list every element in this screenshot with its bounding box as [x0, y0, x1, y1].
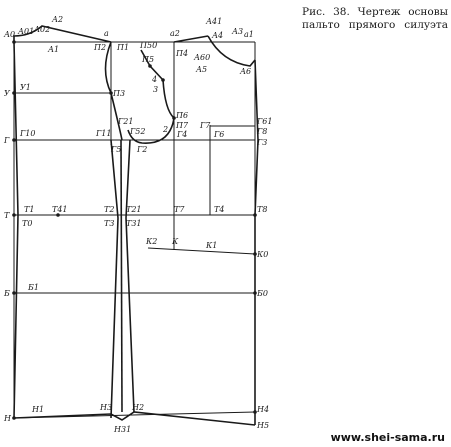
caption-line-2: пальто прямого силуэта: [302, 19, 448, 31]
point-4: [148, 64, 152, 68]
point-p6: [172, 116, 176, 120]
label-p4: П4: [175, 49, 188, 58]
point-a0: [12, 40, 16, 44]
label-h4: Н4: [256, 405, 269, 414]
label-t2: Т2: [104, 205, 114, 214]
label-p3: П3: [112, 89, 125, 98]
point-h4: [253, 410, 257, 414]
back-neck-shoulder: [13, 25, 112, 43]
label-g8: Г8: [256, 127, 267, 136]
label-b: Б: [3, 289, 10, 298]
point-labels: А0 А0 А01 А02 А2 А1 а П2 П1 П50 П5 а2 П4…: [3, 15, 272, 434]
point-t: [12, 213, 16, 217]
point-p3: [109, 91, 113, 95]
label-a41: А41: [205, 17, 222, 26]
site-url: www.shei-sama.ru: [330, 431, 445, 444]
label-a6: А6: [239, 67, 251, 76]
point-b: [12, 291, 16, 295]
label-k: К: [171, 237, 179, 246]
label-a0: А0: [3, 30, 15, 39]
hem-contour: [13, 411, 256, 426]
label-a01: А01: [17, 27, 34, 36]
label-a2-small: а2: [170, 29, 180, 38]
label-a60: А60: [193, 53, 210, 62]
label-3: 3: [153, 85, 158, 94]
point-h: [12, 416, 16, 420]
caption-line-1: Рис. 38. Чертеж основы: [302, 6, 448, 18]
point-3: [161, 78, 165, 82]
front-armhole: [127, 79, 175, 144]
label-a1: А1: [47, 45, 59, 54]
figure-caption: Рис. 38. Чертеж основы пальто прямого си…: [302, 6, 448, 32]
point-t41: [56, 213, 60, 217]
label-k2: К2: [145, 237, 157, 246]
label-h2: Н2: [131, 403, 144, 412]
label-y1: У1: [20, 83, 31, 92]
point-b0: [253, 291, 257, 295]
label-g3: Г3: [256, 138, 267, 147]
label-t1: Т1: [24, 205, 34, 214]
label-p5: П5: [141, 55, 154, 64]
back-center: [13, 41, 19, 419]
label-a3: А3: [231, 27, 243, 36]
front-center: [254, 59, 259, 425]
label-t21: Т21: [126, 205, 142, 214]
label-y: У: [4, 89, 11, 98]
point-k0: [253, 252, 257, 256]
label-g61: Г61: [256, 117, 272, 126]
label-h31: Н31: [113, 425, 131, 434]
front-neck: [207, 35, 256, 67]
line-k: [147, 247, 256, 255]
label-a4: А4: [211, 31, 223, 40]
side-seam-back: [110, 139, 119, 419]
label-g: Г: [3, 136, 10, 145]
label-h1: Н1: [31, 405, 44, 414]
label-k1: К1: [205, 241, 217, 250]
label-h: Н: [3, 414, 12, 423]
label-t4: Т4: [214, 205, 224, 214]
label-a1-small: а1: [244, 30, 254, 39]
label-t31: Т31: [126, 219, 142, 228]
label-p6: П6: [175, 111, 188, 120]
point-t8: [253, 213, 257, 217]
label-p7: П7: [175, 121, 189, 130]
label-g52: Г52: [129, 127, 145, 136]
points: [12, 40, 257, 420]
label-t41: Т41: [52, 205, 68, 214]
label-g4: Г4: [176, 130, 187, 139]
label-t: Т: [4, 211, 10, 220]
side-center: [120, 139, 123, 413]
label-p50: П50: [139, 41, 157, 50]
label-t8: Т8: [257, 205, 267, 214]
label-g7: Г7: [199, 121, 211, 130]
label-g5: Г5: [110, 145, 121, 154]
label-k0: К0: [256, 250, 268, 259]
point-y: [12, 91, 16, 95]
label-p1: П1: [116, 43, 129, 52]
label-b1: Б1: [27, 283, 39, 292]
label-g6: Г6: [213, 130, 224, 139]
point-g: [12, 138, 16, 142]
label-a2: А2: [51, 15, 63, 24]
label-a02: А02: [33, 25, 50, 34]
label-b0: Б0: [256, 289, 268, 298]
label-4: 4: [151, 75, 157, 84]
label-g2: Г2: [136, 145, 147, 154]
label-g21: Г21: [117, 117, 133, 126]
label-a5: А5: [195, 65, 207, 74]
label-2: 2: [162, 125, 168, 134]
label-h5: Н5: [256, 421, 269, 430]
label-h3: Н3: [99, 403, 112, 412]
construction-lines: [13, 41, 256, 425]
label-p2: П2: [93, 43, 106, 52]
label-g10: Г10: [19, 129, 35, 138]
side-seam-front: [125, 139, 135, 413]
label-t3: Т3: [104, 219, 114, 228]
front-shoulder-b: [173, 35, 209, 43]
label-t7: Т7: [174, 205, 185, 214]
label-g11: Г11: [95, 129, 111, 138]
label-t0: Т0: [22, 219, 32, 228]
label-a-small: а: [104, 29, 109, 38]
